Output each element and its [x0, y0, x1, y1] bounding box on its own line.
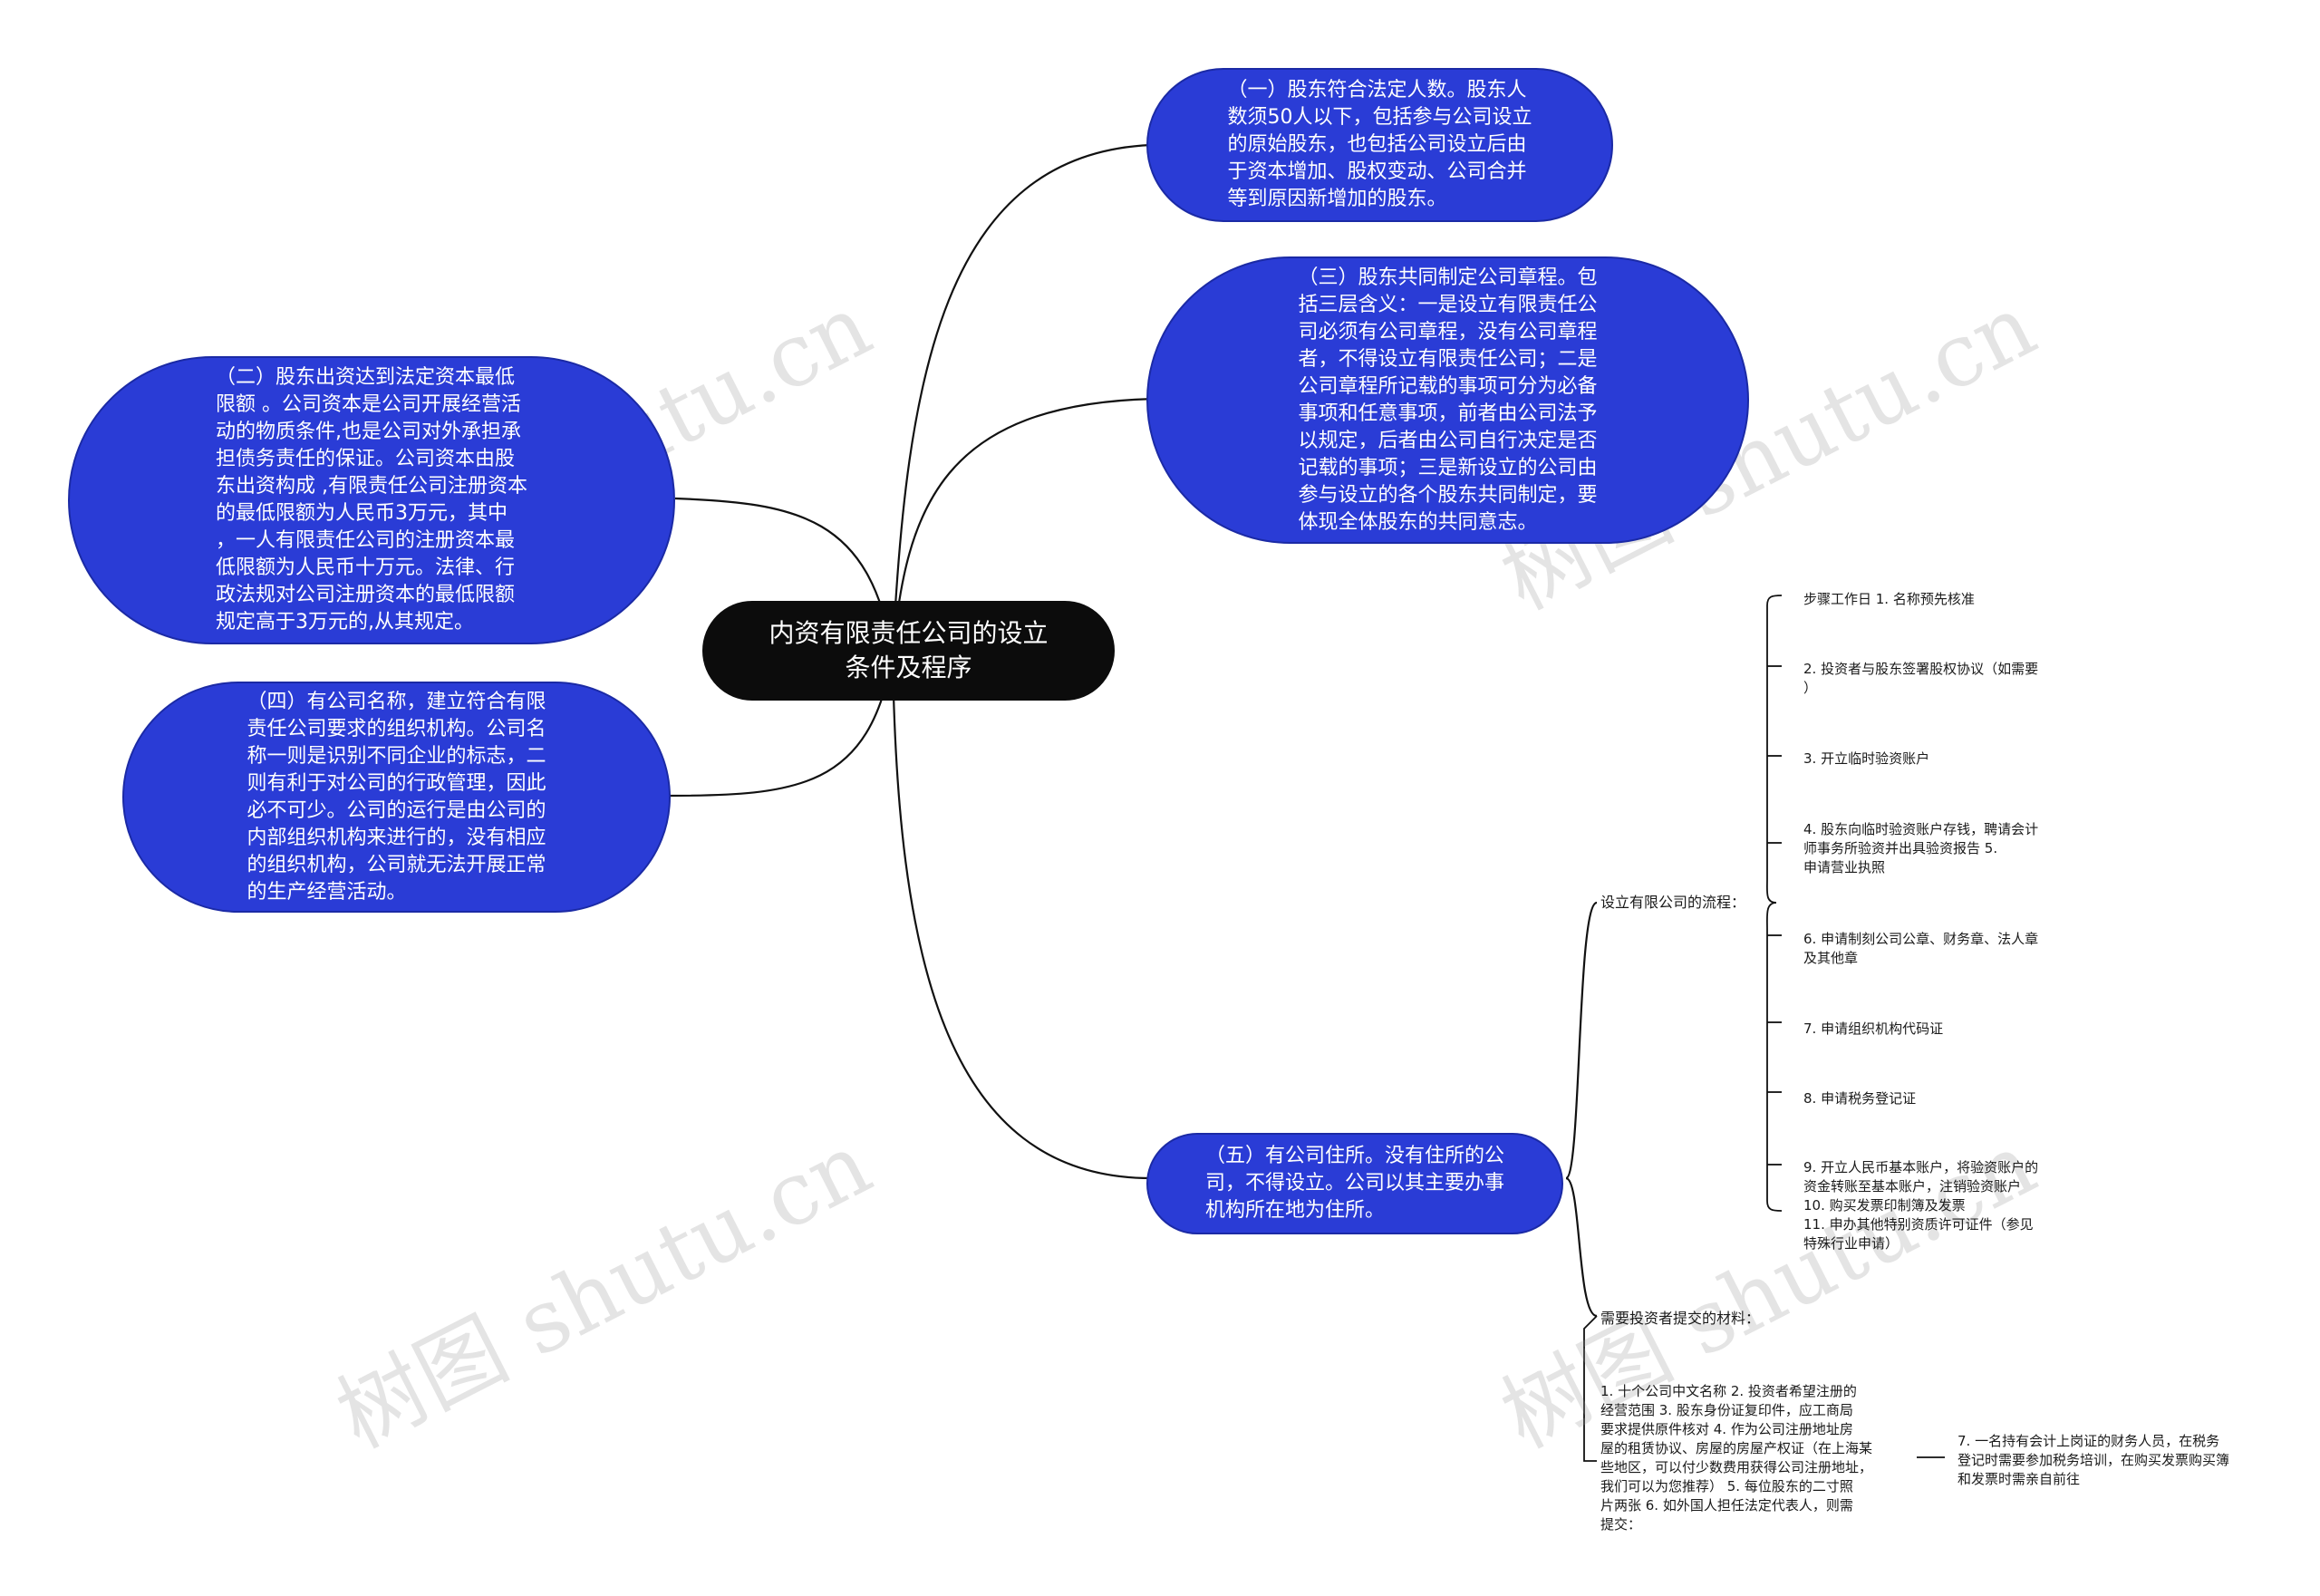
process-step[interactable]: 4. 股东向临时验资账户存钱，聘请会计 师事务所验资并出具验资报告 5. 申请营…	[1803, 821, 2039, 875]
condition-node-articles[interactable]: （三）股东共同制定公司章程。包 括三层含义：一是设立有限责任公 司必须有公司章程…	[1146, 256, 1749, 544]
process-step[interactable]: 步骤工作日 1. 名称预先核准	[1803, 591, 1975, 607]
process-step[interactable]: 8. 申请税务登记证	[1803, 1090, 1917, 1107]
materials-followup[interactable]: 7. 一名持有会计上岗证的财务人员，在税务 登记时需要参加税务培训，在购买发票购…	[1958, 1433, 2230, 1487]
node-text: （二）股东出资达到法定资本最低 限额 。公司资本是公司开展经营活 动的物质条件,…	[216, 366, 527, 634]
process-step[interactable]: 3. 开立临时验资账户	[1803, 750, 1930, 767]
node-text: （五）有公司住所。没有住所的公 司，不得设立。公司以其主要办事 机构所在地为住所…	[1204, 1145, 1504, 1222]
process-step[interactable]: 9. 开立人民币基本账户，将验资账户的 资金转账至基本账户，注销验资账户 10.…	[1803, 1159, 2039, 1252]
process-step[interactable]: 6. 申请制刻公司公章、财务章、法人章 及其他章	[1803, 931, 2039, 966]
central-topic[interactable]: 内资有限责任公司的设立 条件及程序	[702, 601, 1115, 701]
central-topic-label: 内资有限责任公司的设立 条件及程序	[768, 618, 1049, 682]
process-label[interactable]: 设立有限公司的流程：	[1600, 894, 1746, 911]
node-text: （一）股东符合法定人数。股东人 数须50人以下，包括参与公司设立 的原始股东，也…	[1227, 79, 1532, 210]
materials-label[interactable]: 需要投资者提交的材料：	[1600, 1310, 1761, 1327]
process-step[interactable]: 7. 申请组织机构代码证	[1803, 1020, 1944, 1037]
materials-list[interactable]: 1. 十个公司中文名称 2. 投资者希望注册的 经营范围 3. 股东身份证复印件…	[1600, 1383, 1873, 1533]
condition-node-name-organization[interactable]: （四）有公司名称，建立符合有限 责任公司要求的组织机构。公司名 称一则是识别不同…	[122, 682, 671, 913]
node-text: （四）有公司名称，建立符合有限 责任公司要求的组织机构。公司名 称一则是识别不同…	[246, 690, 546, 904]
process-step[interactable]: 2. 投资者与股东签署股权协议（如需要 ）	[1803, 661, 2039, 696]
condition-node-domicile[interactable]: （五）有公司住所。没有住所的公 司，不得设立。公司以其主要办事 机构所在地为住所…	[1146, 1133, 1563, 1234]
node-text: （三）股东共同制定公司章程。包 括三层含义：一是设立有限责任公 司必须有公司章程…	[1298, 266, 1598, 534]
condition-node-shareholders[interactable]: （一）股东符合法定人数。股东人 数须50人以下，包括参与公司设立 的原始股东，也…	[1146, 68, 1613, 222]
condition-node-capital[interactable]: （二）股东出资达到法定资本最低 限额 。公司资本是公司开展经营活 动的物质条件,…	[68, 356, 675, 644]
